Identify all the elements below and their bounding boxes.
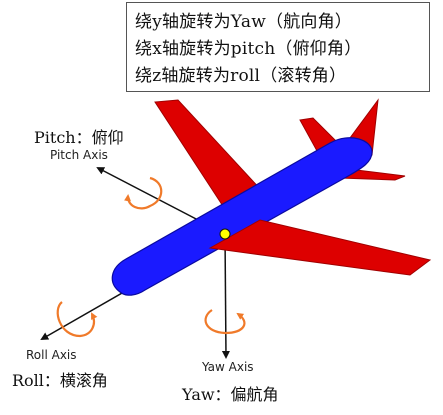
legend-line-pitch: 绕x轴旋转为pitch（俯仰角） — [135, 39, 362, 59]
legend-box: 绕y轴旋转为Yaw（航向角） 绕x轴旋转为pitch（俯仰角） 绕z轴旋转为ro… — [126, 2, 430, 92]
roll-cn-label: Roll：横滚角 — [12, 371, 108, 390]
yaw-rotation-arrow — [204, 309, 246, 335]
legend-line-yaw: 绕y轴旋转为Yaw（航向角） — [135, 12, 352, 32]
pitch-cn-label: Pitch：俯仰 — [34, 128, 124, 147]
left-wing — [208, 219, 432, 276]
roll-axis-label: Roll Axis — [26, 348, 77, 362]
yaw-axis-line — [221, 233, 230, 359]
pitch-rotation-arrow — [124, 176, 163, 210]
yaw-axis-label: Yaw Axis — [202, 360, 254, 374]
center-of-rotation — [219, 228, 231, 240]
legend-line-roll: 绕z轴旋转为roll（滚转角） — [135, 66, 347, 86]
yaw-cn-label: Yaw：偏航角 — [182, 385, 279, 404]
fuselage — [111, 137, 373, 296]
pitch-axis-label: Pitch Axis — [50, 148, 108, 162]
roll-rotation-arrow — [56, 301, 98, 338]
